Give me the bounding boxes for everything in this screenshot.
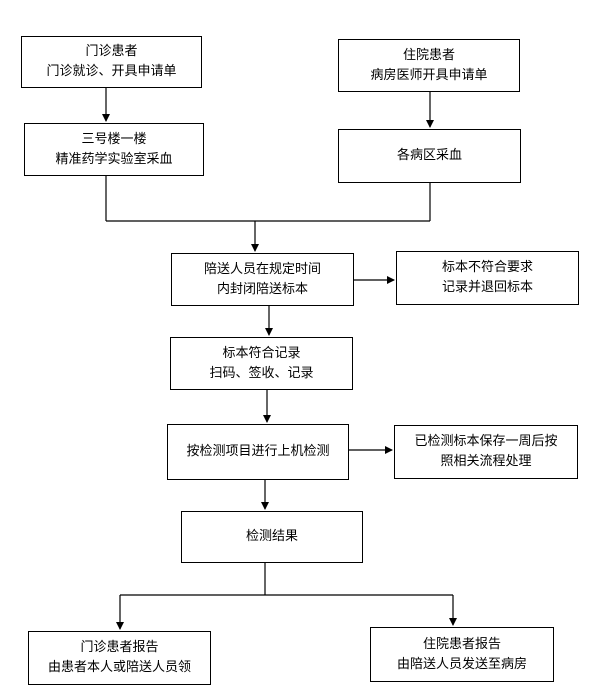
node-in-report: 住院患者报告 由陪送人员发送至病房 — [370, 627, 554, 682]
node-accept-line1: 标本符合记录 — [222, 345, 301, 361]
node-inpatient: 住院患者 病房医师开具申请单 — [338, 39, 520, 92]
node-out-report-line2: 由患者本人或陪送人员领 — [47, 660, 191, 675]
node-out-report-line1: 门诊患者报告 — [80, 640, 159, 655]
node-building-line2: 精准药学实验室采血 — [55, 151, 173, 167]
node-reject-line1: 标本不符合要求 — [441, 260, 533, 275]
node-ward: 各病区采血 — [338, 129, 521, 183]
node-inpatient-line2: 病房医师开具申请单 — [370, 67, 488, 83]
node-reject-line2: 记录并退回标本 — [441, 280, 533, 295]
node-building: 三号楼一楼 精准药学实验室采血 — [24, 123, 204, 176]
node-out-report: 门诊患者报告 由患者本人或陪送人员领 — [28, 631, 211, 685]
node-escort-line1: 陪送人员在规定时间 — [203, 261, 321, 277]
node-store: 已检测标本保存一周后按 照相关流程处理 — [394, 425, 578, 479]
node-inpatient-line1: 住院患者 — [402, 47, 455, 63]
node-escort: 陪送人员在规定时间 内封闭陪送标本 — [171, 253, 354, 306]
node-test-line1: 按检测项目进行上机检测 — [186, 444, 330, 459]
node-in-report-line1: 住院患者报告 — [422, 636, 501, 652]
node-reject: 标本不符合要求 记录并退回标本 — [396, 251, 579, 305]
node-result-line1: 检测结果 — [245, 529, 298, 544]
node-store-line2: 照相关流程处理 — [440, 454, 532, 469]
node-building-line1: 三号楼一楼 — [81, 131, 147, 147]
node-outpatient: 门诊患者 门诊就诊、开具申请单 — [21, 36, 202, 88]
node-escort-line2: 内封闭陪送标本 — [216, 281, 308, 297]
node-accept-line2: 扫码、签收、记录 — [209, 365, 314, 381]
node-test: 按检测项目进行上机检测 — [167, 424, 349, 480]
node-outpatient-line2: 门诊就诊、开具申请单 — [46, 64, 177, 79]
node-outpatient-line1: 门诊患者 — [85, 44, 138, 59]
node-result: 检测结果 — [181, 511, 363, 563]
node-accept: 标本符合记录 扫码、签收、记录 — [170, 337, 353, 390]
node-in-report-line2: 由陪送人员发送至病房 — [396, 656, 527, 672]
node-ward-line1: 各病区采血 — [396, 148, 462, 163]
node-store-line1: 已检测标本保存一周后按 — [414, 434, 558, 449]
